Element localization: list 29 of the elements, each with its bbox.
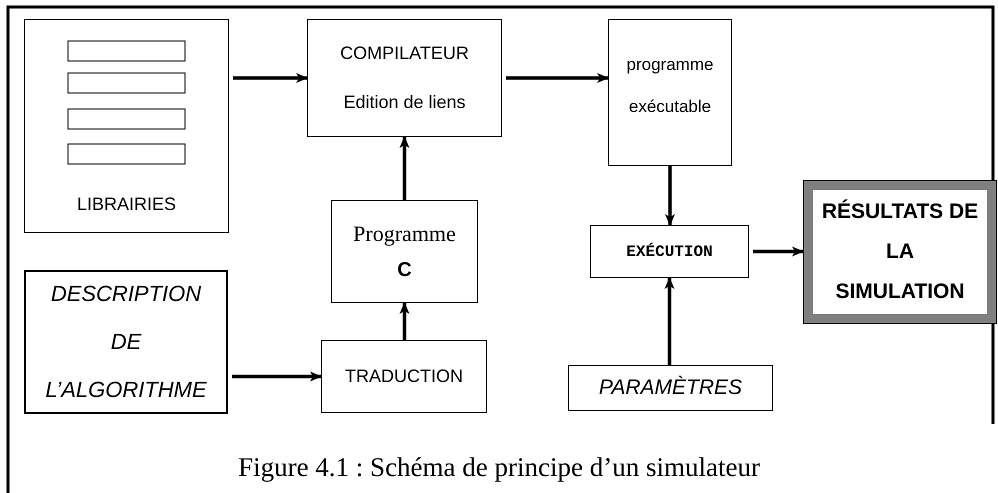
node-title: DESCRIPTION DE L’ALGORITHME [44, 280, 208, 404]
figure-caption: Figure 4.1 : Schéma de principe d’un simulateur [238, 452, 760, 483]
arrow [665, 166, 675, 226]
process-box [307, 19, 502, 137]
node-title: Programme [353, 221, 456, 247]
input-box [568, 365, 773, 411]
process-box [590, 225, 749, 278]
node-title: TRADUCTION [345, 366, 463, 387]
result-box [803, 180, 997, 324]
node-title: PARAMÈTRES [598, 376, 742, 400]
arrow [506, 73, 609, 83]
arrow [400, 302, 410, 340]
arrow [753, 246, 804, 256]
arrow [664, 277, 674, 365]
node-subtitle: C [397, 259, 412, 282]
arrow [400, 136, 410, 200]
node-title: programme exécutable [626, 54, 714, 118]
node-title: LIBRAIRIES [76, 194, 176, 215]
input-box [24, 270, 228, 414]
library-box [24, 19, 229, 233]
node-title: COMPILATEUR [340, 43, 469, 64]
arrow [233, 73, 308, 83]
node-title: RÉSULTATS DE LA SIMULATION [820, 198, 980, 305]
node-title: EXÉCUTION [626, 242, 713, 260]
program-box [331, 200, 478, 303]
node-subtitle: Edition de liens [343, 92, 466, 113]
process-box [321, 340, 487, 413]
arrow [232, 372, 322, 382]
program-box [608, 19, 732, 166]
